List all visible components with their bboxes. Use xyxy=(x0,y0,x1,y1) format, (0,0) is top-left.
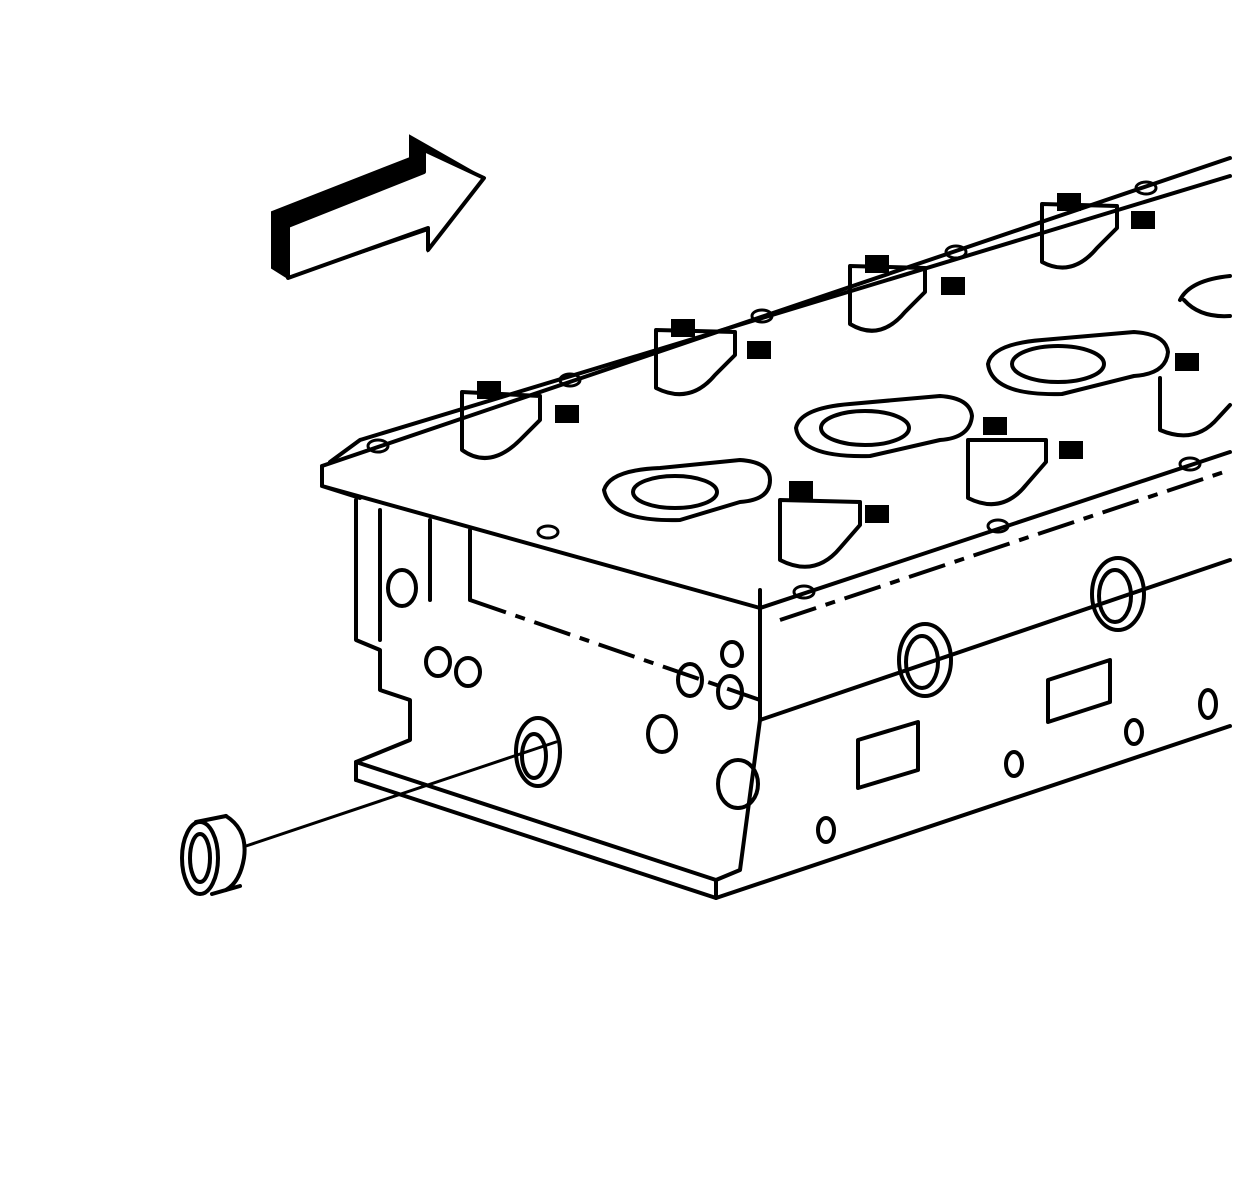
plug-part xyxy=(180,814,247,896)
leader-line xyxy=(244,740,558,848)
direction-arrow xyxy=(271,134,486,280)
cylinder-head xyxy=(320,156,1232,900)
